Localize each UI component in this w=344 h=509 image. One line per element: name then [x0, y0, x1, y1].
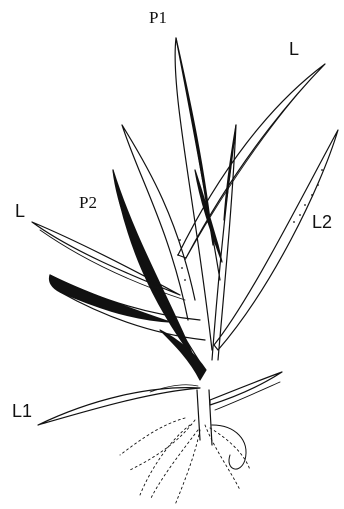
leaf-p2-shade: [113, 170, 195, 360]
leaf-l2: [214, 130, 338, 350]
label-p2: P2: [79, 194, 97, 211]
leaf-lower-right-edge: [215, 382, 280, 410]
label-l-top: L: [289, 40, 299, 58]
roots: [120, 418, 250, 505]
stem: [197, 390, 212, 445]
leaf-lower-right: [210, 372, 282, 405]
root-sheath: [212, 425, 246, 469]
label-l1: L1: [12, 402, 32, 420]
label-l-left: L: [15, 202, 25, 220]
leaf-l1: [38, 388, 200, 425]
label-p1: P1: [149, 9, 167, 26]
leaf-p1: [175, 38, 220, 350]
leaf-l-top-edge: [185, 64, 325, 260]
label-l2: L2: [312, 213, 332, 231]
